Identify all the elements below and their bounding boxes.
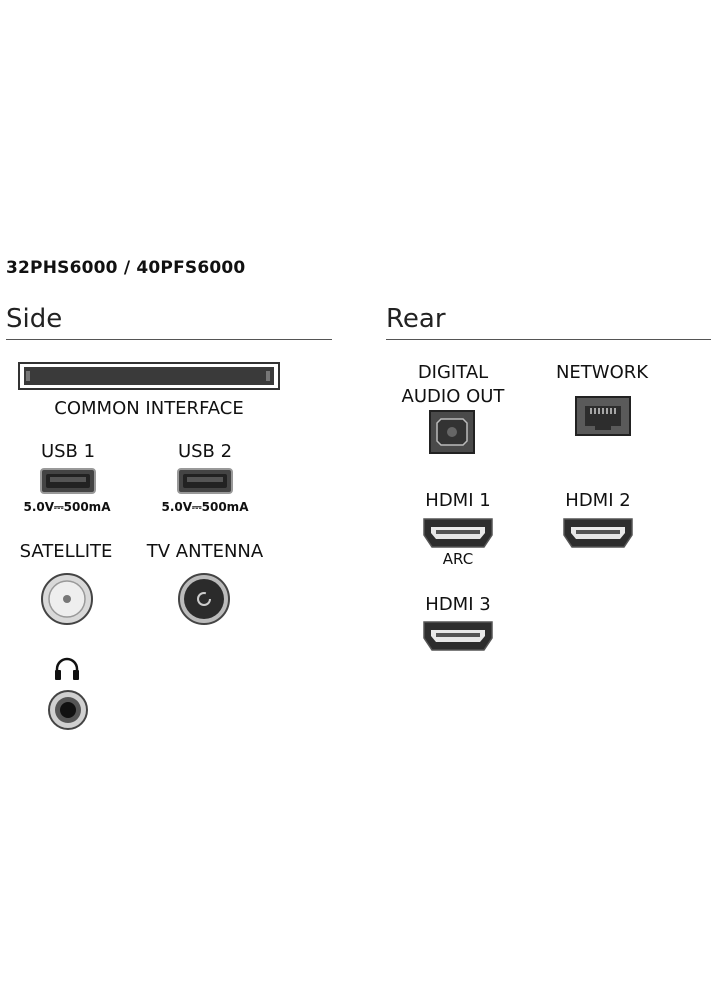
satellite-connector-icon xyxy=(41,573,93,625)
optical-audio-port-icon xyxy=(429,410,475,454)
network-label: NETWORK xyxy=(555,362,649,383)
headphones-icon xyxy=(55,657,79,680)
headphone-jack-icon xyxy=(48,690,88,730)
common-interface-slot-icon xyxy=(18,362,280,390)
hdmi2-port-icon xyxy=(563,518,633,548)
side-divider xyxy=(6,339,332,340)
usb2-label: USB 2 xyxy=(177,441,233,462)
digital-audio-out-label-line2: AUDIO OUT xyxy=(401,386,505,407)
usb1-label: USB 1 xyxy=(40,441,96,462)
hdmi3-port-icon xyxy=(423,621,493,651)
usb1-port-icon xyxy=(40,468,96,494)
digital-audio-out-label-line1: DIGITAL xyxy=(417,362,489,383)
rear-section-title: Rear xyxy=(386,304,446,334)
hdmi1-port-icon xyxy=(423,518,493,548)
usb2-port-icon xyxy=(177,468,233,494)
hdmi2-label: HDMI 2 xyxy=(565,490,631,511)
tv-antenna-connector-icon xyxy=(178,573,230,625)
hdmi1-label: HDMI 1 xyxy=(425,490,491,511)
ethernet-port-icon xyxy=(575,396,631,436)
model-title: 32PHS6000 / 40PFS6000 xyxy=(6,258,246,278)
side-section-title: Side xyxy=(6,304,63,334)
usb1-rating: 5.0V⎓500mA xyxy=(23,500,111,514)
rear-divider xyxy=(386,339,711,340)
satellite-label: SATELLITE xyxy=(19,541,113,562)
usb2-rating: 5.0V⎓500mA xyxy=(161,500,249,514)
hdmi3-label: HDMI 3 xyxy=(425,594,491,615)
common-interface-label: COMMON INTERFACE xyxy=(54,398,244,419)
tv-antenna-label: TV ANTENNA xyxy=(146,541,264,562)
hdmi1-arc-label: ARC xyxy=(442,550,474,568)
